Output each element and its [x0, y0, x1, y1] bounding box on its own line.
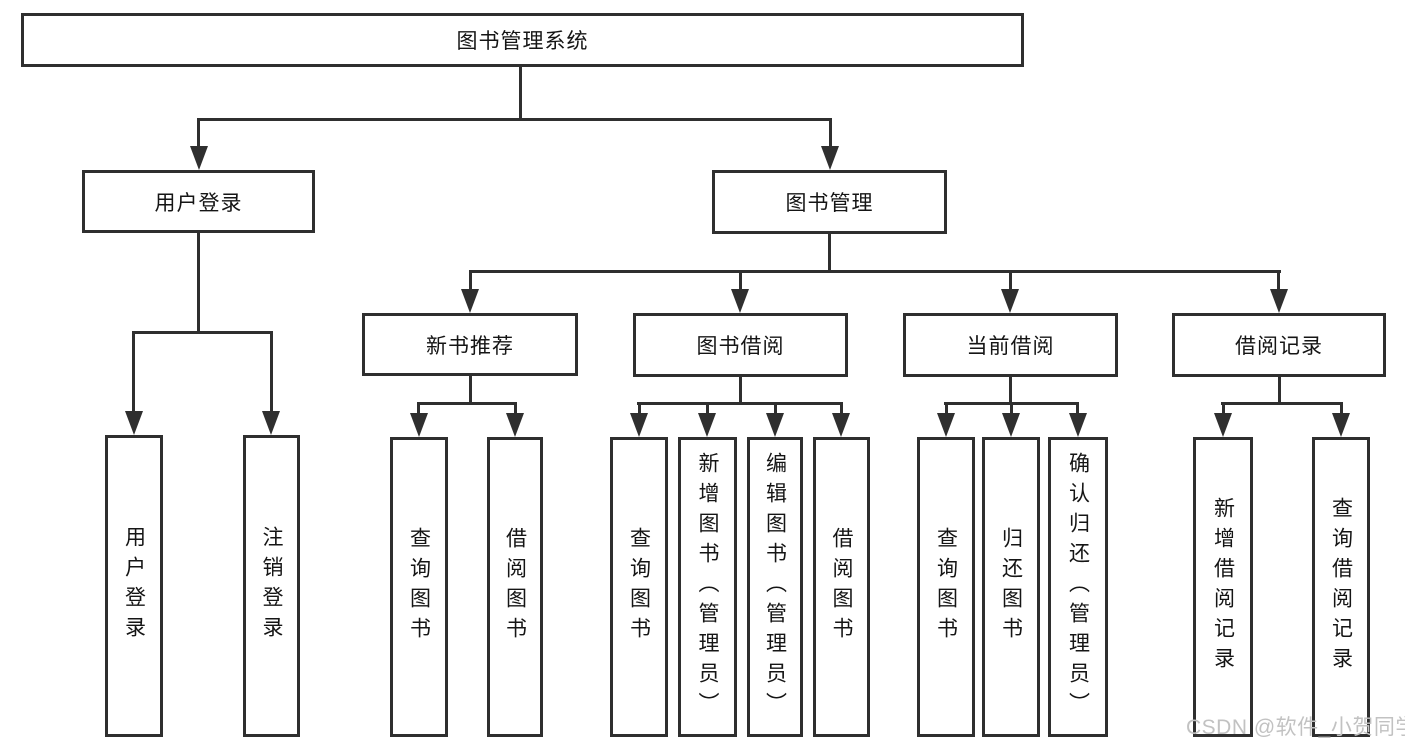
- arrow-down-icon: [125, 411, 143, 435]
- leaf-logout-login: 注销登录: [243, 435, 300, 737]
- connector-book-borrow-stub-1: [638, 402, 641, 415]
- arrow-down-icon: [766, 413, 784, 437]
- arrow-down-icon: [461, 289, 479, 313]
- connector-user-login-stub-1: [132, 331, 135, 411]
- leaf-add-borrow-record: 新增借阅记录: [1193, 437, 1253, 737]
- connector-book-borrow-stub-4: [840, 402, 843, 415]
- arrow-down-icon: [1214, 413, 1232, 437]
- connector-book-borrow-hline: [637, 402, 843, 405]
- arrow-down-icon: [832, 413, 850, 437]
- connector-borrow-record-stub-2: [1340, 402, 1343, 415]
- arrow-down-icon: [937, 413, 955, 437]
- node-library-management-system: 图书管理系统: [21, 13, 1024, 67]
- node-book-management: 图书管理: [712, 170, 947, 234]
- connector-user-login-hline: [132, 331, 273, 334]
- connector-borrow-record-vline: [1278, 377, 1281, 404]
- connector-new-book-stub-1: [417, 402, 420, 415]
- connector-user-login-vline: [197, 233, 200, 333]
- node-user-login: 用户登录: [82, 170, 315, 233]
- node-current-borrow: 当前借阅: [903, 313, 1118, 377]
- leaf-query-borrow-record: 查询借阅记录: [1312, 437, 1370, 737]
- arrow-down-icon: [1332, 413, 1350, 437]
- connector-book-management-stub-2: [739, 270, 742, 292]
- leaf-edit-book-admin: 编辑图书（管理员）: [747, 437, 803, 737]
- connector-book-borrow-vline: [739, 377, 742, 404]
- connector-root-stub-right: [829, 118, 832, 146]
- leaf-query-book-current: 查询图书: [917, 437, 975, 737]
- connector-borrow-record-hline: [1221, 402, 1342, 405]
- arrow-down-icon: [1270, 289, 1288, 313]
- arrow-down-icon: [1069, 413, 1087, 437]
- leaf-add-book-admin: 新增图书（管理员）: [678, 437, 737, 737]
- leaf-borrow-book-new-book: 借阅图书: [487, 437, 543, 737]
- arrow-down-icon: [190, 146, 208, 170]
- leaf-return-book: 归还图书: [982, 437, 1040, 737]
- connector-book-management-stub-4: [1277, 270, 1280, 292]
- connector-book-management-stub-3: [1009, 270, 1012, 292]
- connector-new-book-stub-2: [514, 402, 517, 415]
- leaf-user-login: 用户登录: [105, 435, 163, 737]
- arrow-down-icon: [262, 411, 280, 435]
- node-new-book-recommend: 新书推荐: [362, 313, 578, 376]
- leaf-confirm-return-admin: 确认归还（管理员）: [1048, 437, 1108, 737]
- arrow-down-icon: [1001, 289, 1019, 313]
- arrow-down-icon: [698, 413, 716, 437]
- connector-current-borrow-stub-3: [1076, 402, 1079, 415]
- connector-root-stub-left: [197, 118, 200, 146]
- leaf-query-book-borrow: 查询图书: [610, 437, 668, 737]
- connector-user-login-stub-2: [270, 331, 273, 411]
- connector-book-management-stub-1: [469, 270, 472, 292]
- connector-book-borrow-stub-2: [706, 402, 709, 415]
- csdn-watermark: CSDN @软件_小贺同学: [1186, 716, 1405, 739]
- arrow-down-icon: [630, 413, 648, 437]
- connector-current-borrow-vline: [1009, 377, 1012, 404]
- connector-new-book-hline: [417, 402, 517, 405]
- connector-current-borrow-stub-1: [945, 402, 948, 415]
- connector-book-borrow-stub-3: [774, 402, 777, 415]
- arrow-down-icon: [506, 413, 524, 437]
- connector-root-hline: [197, 118, 832, 121]
- connector-root-vline: [519, 67, 522, 120]
- connector-borrow-record-stub-1: [1222, 402, 1225, 415]
- connector-current-borrow-stub-2: [1010, 402, 1013, 415]
- leaf-borrow-book-borrow: 借阅图书: [813, 437, 870, 737]
- arrow-down-icon: [821, 146, 839, 170]
- connector-book-management-vline: [828, 234, 831, 272]
- arrow-down-icon: [410, 413, 428, 437]
- node-borrow-record: 借阅记录: [1172, 313, 1386, 377]
- connector-book-management-hline: [469, 270, 1281, 273]
- arrow-down-icon: [1002, 413, 1020, 437]
- connector-new-book-vline: [469, 376, 472, 404]
- arrow-down-icon: [731, 289, 749, 313]
- leaf-query-book-new-book: 查询图书: [390, 437, 448, 737]
- node-book-borrow: 图书借阅: [633, 313, 848, 377]
